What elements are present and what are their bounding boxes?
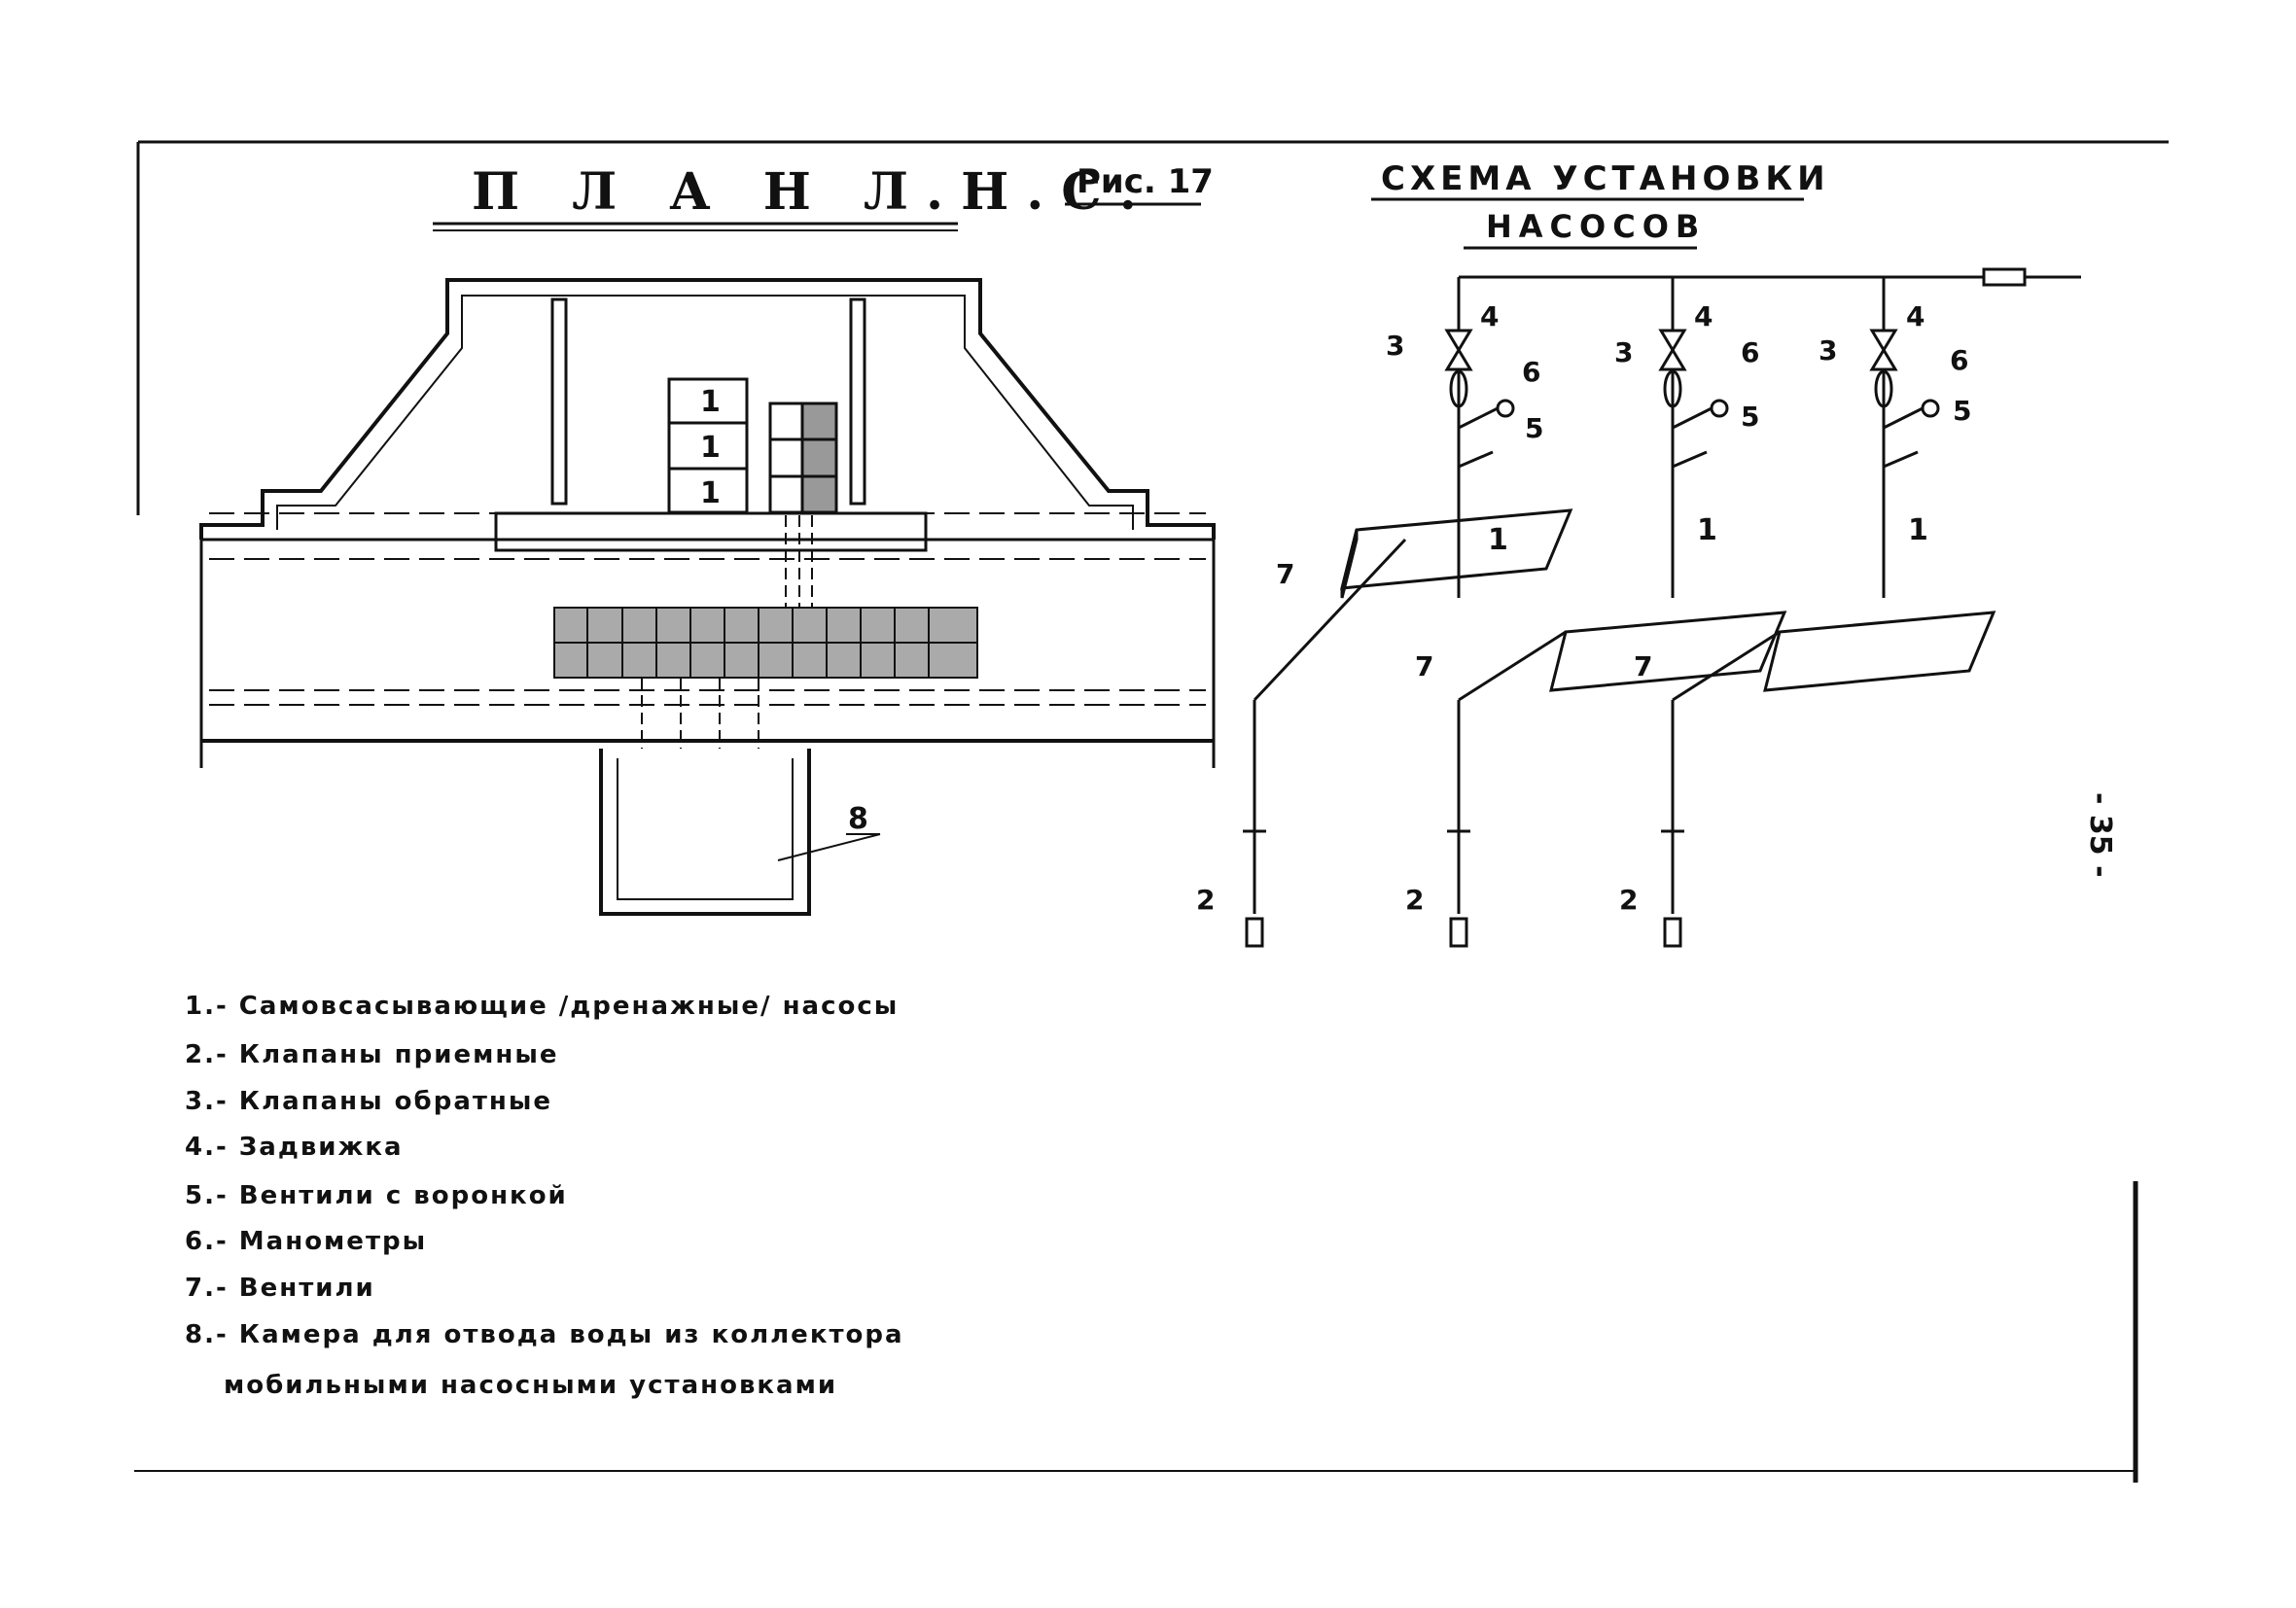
scheme-manometer-label: 6	[1950, 344, 1968, 376]
scheme-pump-label: 1	[1697, 513, 1717, 547]
scheme-valve-label: 7	[1276, 558, 1294, 590]
legend-item: 6.- Манометры	[185, 1227, 428, 1256]
scheme-intake-valve-label: 2	[1196, 884, 1215, 916]
legend-item: мобильными насосными установками	[224, 1371, 838, 1400]
plan-chamber-label: 8	[848, 802, 868, 836]
plan-drawing	[199, 278, 1216, 916]
scheme-intake-valve-label: 2	[1405, 884, 1424, 916]
scheme-gate-valve-label: 4	[1694, 300, 1713, 332]
scheme-valve-label: 7	[1634, 650, 1652, 682]
scheme-check-valve-label: 3	[1614, 336, 1633, 368]
scheme-funnel-valve-label: 5	[1953, 395, 1971, 427]
scheme-manometer-label: 6	[1522, 356, 1540, 388]
scheme-valve-label: 7	[1415, 650, 1433, 682]
plan-equipment-stack	[768, 402, 838, 514]
scheme-funnel-valve-label: 5	[1525, 412, 1543, 444]
plan-screen-grid	[553, 607, 978, 679]
legend-item: 7.- Вентили	[185, 1274, 375, 1303]
sheet-frame	[134, 140, 2169, 1483]
page-number: - 35 -	[2083, 792, 2117, 878]
legend-item: 8.- Камера для отвода воды из коллектора	[185, 1320, 904, 1349]
legend-item: 5.- Вентили с воронкой	[185, 1181, 568, 1210]
pump-unit-2	[1447, 329, 1787, 948]
scheme-pump-label: 1	[1488, 523, 1508, 557]
scheme-gate-valve-label: 4	[1906, 300, 1925, 332]
legend-item: 4.- Задвижка	[185, 1133, 404, 1162]
plan-pump-label: 1	[700, 431, 721, 465]
figure-label: Рис. 17	[1065, 162, 1214, 206]
plan-title: П Л А Н Л.Н.С.	[433, 162, 1154, 231]
plan-pump-label: 1	[700, 476, 721, 510]
scheme-check-valve-label: 3	[1386, 330, 1404, 362]
scheme-manometer-label: 6	[1741, 336, 1759, 368]
svg-text:СХЕМА УСТАНОВКИ: СХЕМА УСТАНОВКИ	[1381, 159, 1830, 198]
pump-unit-3	[1661, 329, 1996, 948]
pump-unit-1	[1243, 329, 1573, 948]
plan-pump-label: 1	[700, 385, 721, 419]
svg-text:Рис. 17: Рис. 17	[1077, 162, 1214, 201]
scheme-title: СХЕМА УСТАНОВКИ НАСОСОВ	[1371, 159, 1830, 250]
svg-text:НАСОСОВ: НАСОСОВ	[1486, 208, 1706, 245]
svg-text:П Л А Н Л.Н.С.: П Л А Н Л.Н.С.	[472, 162, 1154, 222]
scheme-check-valve-label: 3	[1819, 334, 1837, 367]
scheme-intake-valve-label: 2	[1619, 884, 1638, 916]
legend-item: 1.- Самовсасывающие /дренажные/ насосы	[185, 992, 900, 1021]
scheme-funnel-valve-label: 5	[1741, 401, 1759, 433]
scheme-pump-label: 1	[1908, 513, 1928, 547]
scheme-gate-valve-label: 4	[1480, 300, 1499, 332]
legend-item: 3.- Клапаны обратные	[185, 1087, 553, 1116]
plan-pump-stack	[667, 377, 749, 514]
legend-item: 2.- Клапаны приемные	[185, 1040, 559, 1069]
plan-pipe-lines	[641, 515, 813, 749]
scheme-header-pipe	[1457, 267, 2081, 331]
